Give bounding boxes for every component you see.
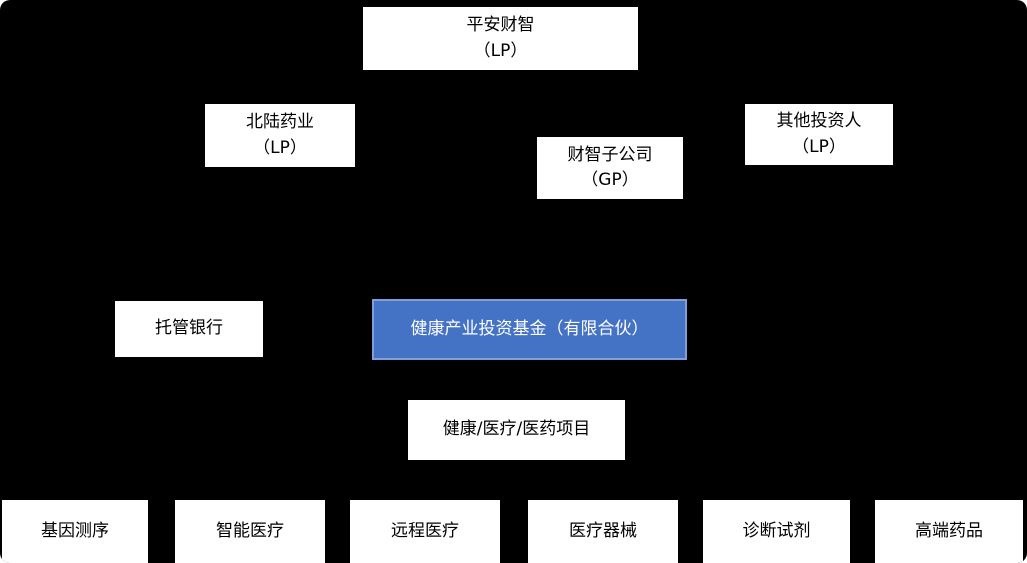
node-caizhi-sub-gp: 财智子公司 （GP） <box>537 137 683 199</box>
node-pingan-lp: 平安财智 （LP） <box>363 7 638 70</box>
node-health-projects-label: 健康/医疗/医药项目 <box>442 419 591 440</box>
node-smart-healthcare: 智能医疗 <box>175 500 325 563</box>
node-highend-pharma-label: 高端药品 <box>915 520 983 541</box>
node-diagnostic-reagents: 诊断试剂 <box>703 500 850 563</box>
node-medical-devices: 医疗器械 <box>528 500 678 563</box>
node-smart-healthcare-label: 智能医疗 <box>216 520 284 541</box>
node-medical-devices-label: 医疗器械 <box>569 520 637 541</box>
node-beilu-lp-role: （LP） <box>253 137 307 158</box>
node-custodian-bank-label: 托管银行 <box>155 318 223 339</box>
node-other-investors-lp: 其他投资人 （LP） <box>745 104 893 165</box>
node-gene-sequencing-label: 基因测序 <box>41 520 109 541</box>
node-beilu-lp-name: 北陆药业 <box>246 112 314 132</box>
node-caizhi-sub-gp-name: 财智子公司 <box>567 144 653 165</box>
node-caizhi-sub-gp-role: （GP） <box>581 170 639 190</box>
node-health-industry-fund: 健康产业投资基金（有限合伙） <box>372 299 687 360</box>
node-other-investors-lp-name: 其他投资人 <box>776 111 862 131</box>
node-diagnostic-reagents-label: 诊断试剂 <box>742 520 811 541</box>
node-gene-sequencing: 基因测序 <box>2 500 148 563</box>
node-highend-pharma: 高端药品 <box>875 500 1023 563</box>
node-other-investors-lp-role: （LP） <box>792 136 846 157</box>
node-telemedicine-label: 远程医疗 <box>391 520 459 541</box>
node-pingan-lp-name: 平安财智 <box>466 15 535 35</box>
node-custodian-bank: 托管银行 <box>115 301 263 357</box>
node-health-projects: 健康/医疗/医药项目 <box>408 400 625 460</box>
node-health-industry-fund-label: 健康产业投资基金（有限合伙） <box>410 318 649 339</box>
node-pingan-lp-role: （LP） <box>473 40 528 61</box>
node-beilu-lp: 北陆药业 （LP） <box>205 104 355 167</box>
node-telemedicine: 远程医疗 <box>350 500 500 563</box>
